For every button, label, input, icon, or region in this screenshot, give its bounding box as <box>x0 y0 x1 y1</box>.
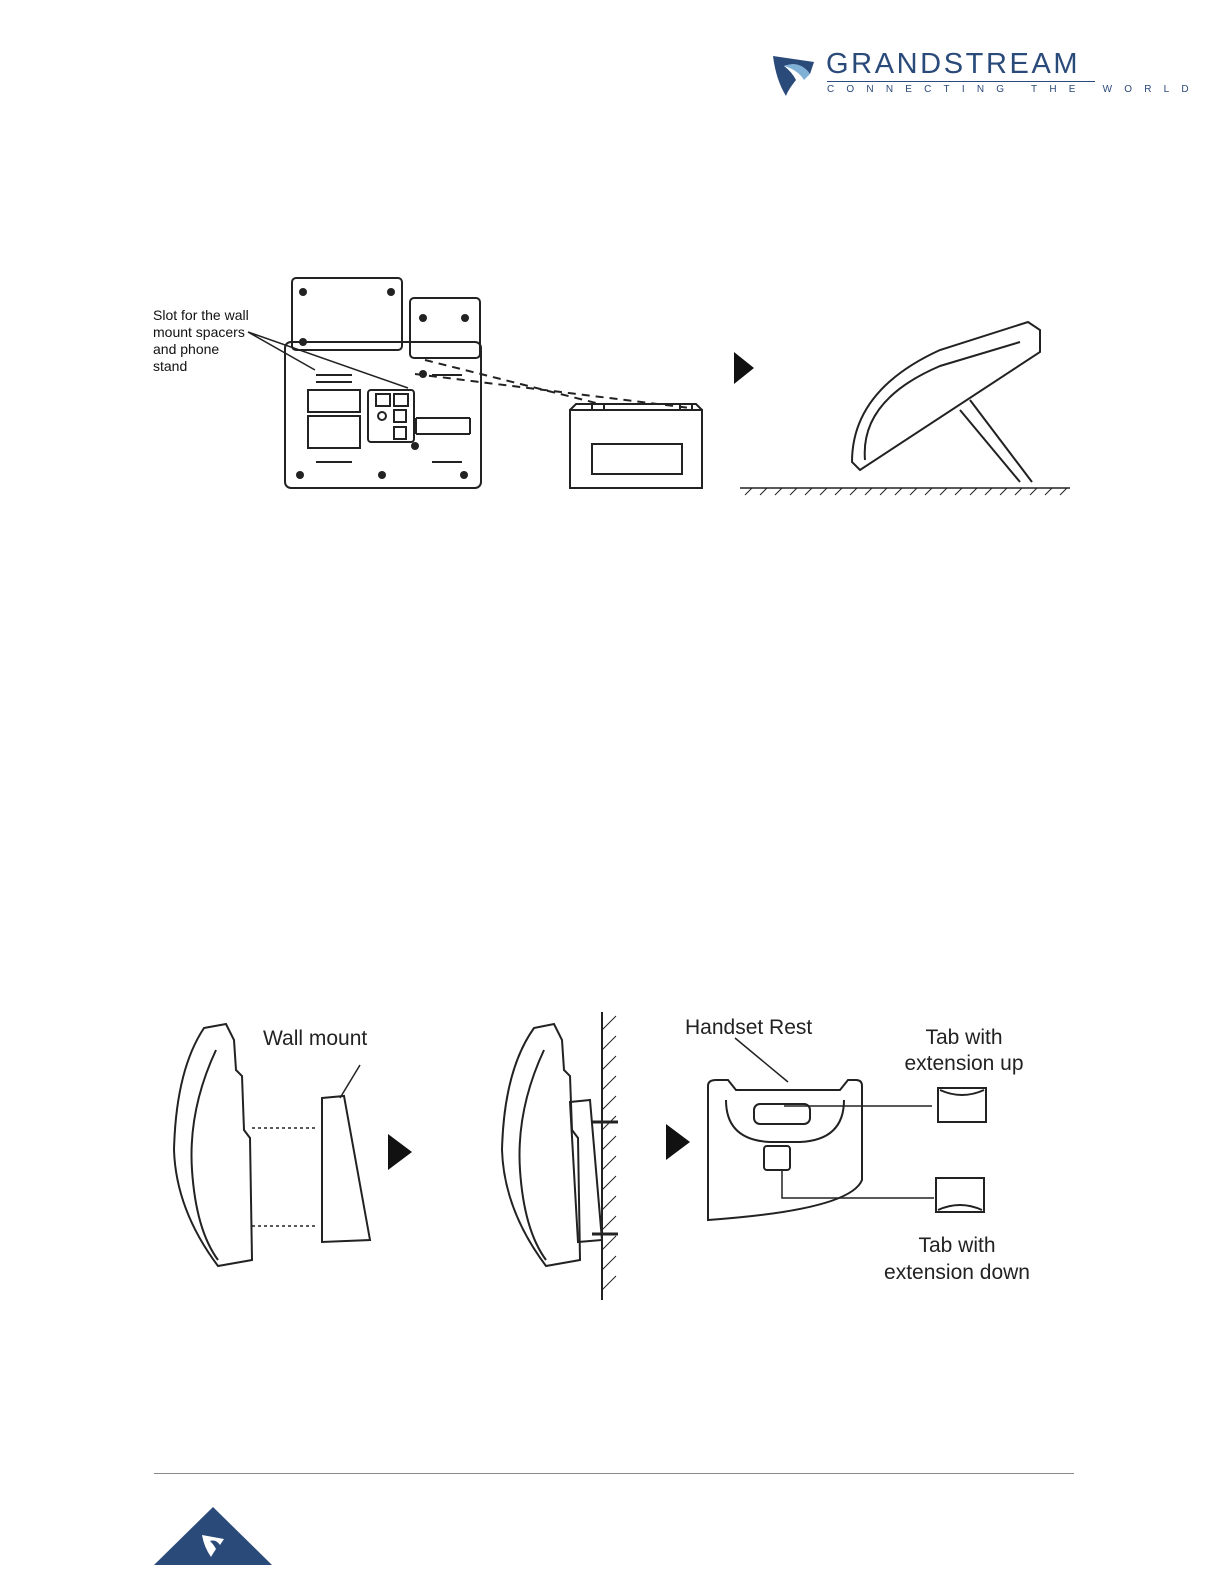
logo-divider <box>827 81 1095 82</box>
tab-down-line-2: extension down <box>884 1261 1030 1284</box>
stand-rail <box>416 418 470 434</box>
phone-stand-figure: Slot for the wall mount spacers and phon… <box>140 270 1080 510</box>
wall-mount-leader <box>340 1065 360 1098</box>
logo-brand-name: GRANDSTREAM <box>826 48 1080 81</box>
handset-rest-label: Handset Rest <box>685 1016 812 1039</box>
stand-callout-line-2: mount spacers <box>153 324 245 340</box>
phone-side-left <box>174 1024 252 1266</box>
tab-callout-lines <box>782 1106 934 1198</box>
wall-hatching <box>602 1016 616 1290</box>
arrow-right-icon <box>388 1134 412 1170</box>
tab-up-line-2: extension up <box>904 1052 1023 1075</box>
power-jack <box>378 412 386 420</box>
phone-stand-plate <box>410 298 480 358</box>
lan-port <box>376 394 390 406</box>
arrow-right-icon <box>734 352 754 384</box>
phone-side-mounted <box>502 1024 580 1266</box>
headset-port <box>394 427 406 439</box>
handset-rest-tab-up <box>754 1104 810 1124</box>
stand-callout-line-4: stand <box>153 358 187 374</box>
phone-label-area <box>308 416 360 448</box>
phone-stand-leg <box>960 400 1032 482</box>
alignment-lines <box>415 360 690 408</box>
grandstream-swirl-icon <box>770 50 818 98</box>
handset-rest-tab-down <box>764 1146 790 1170</box>
phone-side-contour <box>865 342 1020 460</box>
footer-divider <box>154 1473 1074 1474</box>
wall-mount-piece <box>322 1096 370 1242</box>
tab-extension-up-piece <box>938 1088 986 1122</box>
tab-extension-down-piece <box>936 1178 984 1212</box>
tab-down-line-1: Tab with <box>918 1234 995 1257</box>
phone-label-slot <box>308 390 360 412</box>
phone-handset-rest-top <box>292 278 402 350</box>
tab-up-line-1: Tab with <box>925 1026 1002 1049</box>
pc-port <box>394 394 408 406</box>
mount-guide-lines <box>252 1128 318 1226</box>
stand-callout-line-1: Slot for the wall <box>153 307 249 323</box>
callout-leaders <box>248 332 408 388</box>
table-hatching <box>745 488 1067 495</box>
wall-mount-label: Wall mount <box>263 1027 367 1050</box>
stand-tab-left <box>592 404 604 410</box>
stand-window <box>592 444 682 474</box>
handset-rest-body <box>708 1080 862 1220</box>
logo-tagline: CONNECTING THE WORLD <box>827 84 1201 95</box>
grandstream-triangle-logo-icon <box>154 1505 272 1565</box>
grandstream-logo: GRANDSTREAM CONNECTING THE WORLD <box>770 48 1100 100</box>
arrow-right-icon-2 <box>666 1124 690 1160</box>
wall-mount-figure: Wall mount Handset Rest Tab with extensi… <box>160 1010 1060 1310</box>
stand-callout-line-3: and phone <box>153 341 219 357</box>
handset-port <box>394 410 406 422</box>
handset-rest-leader <box>735 1038 788 1082</box>
